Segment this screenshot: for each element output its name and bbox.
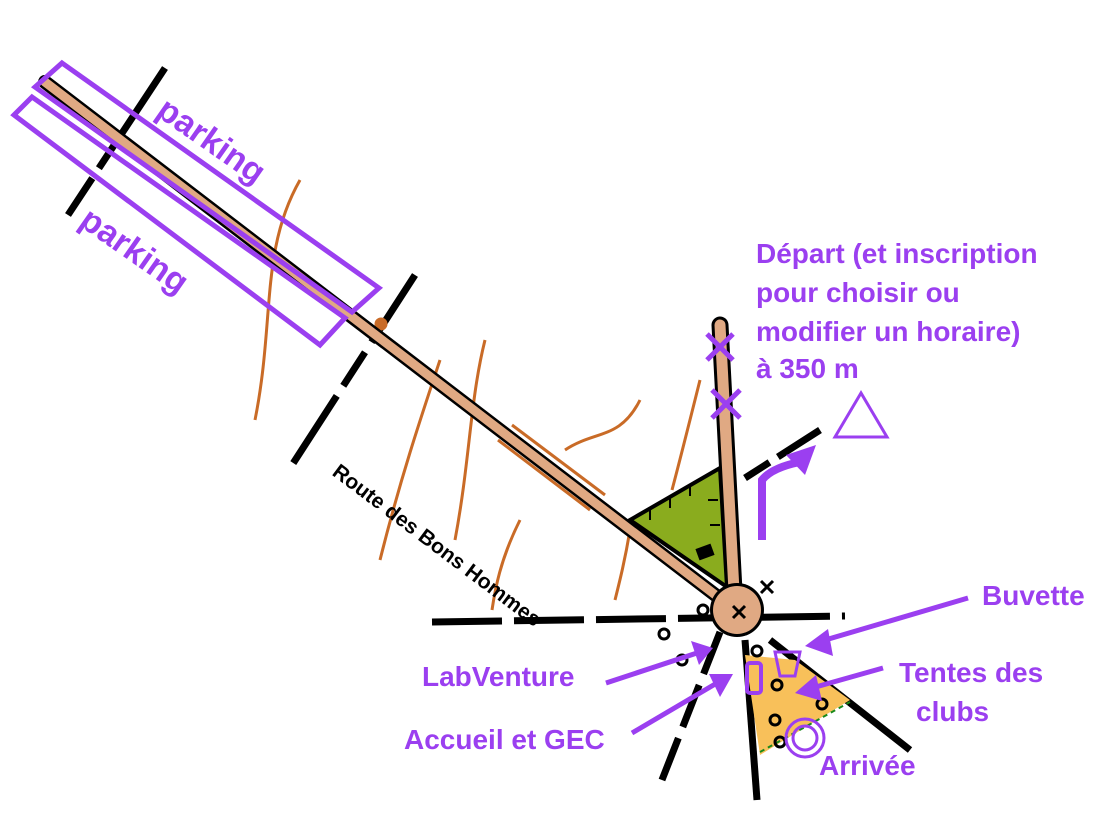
annotations: [10, 59, 969, 759]
boulder: [696, 603, 710, 617]
depart-label-line1: Départ (et inscription: [756, 238, 1038, 269]
pointer-arrowheads: [691, 629, 833, 701]
finish-circle-icon: [791, 724, 819, 752]
tentes-label-line1: Tentes des: [899, 657, 1044, 688]
depart-label-line4: à 350 m: [756, 353, 859, 384]
parking-area-lower: [10, 93, 349, 349]
boulders: [657, 603, 829, 749]
tentes-label-line2: clubs: [916, 696, 990, 727]
start-direction-arrow-head: [786, 445, 816, 475]
labventure-label: LabVenture: [422, 661, 575, 692]
roads: [38, 75, 764, 637]
boulder: [750, 644, 764, 658]
arrowhead: [709, 674, 733, 697]
start-direction-arrow-icon: [758, 458, 801, 540]
building: [695, 543, 715, 561]
buvette-pointer: [814, 595, 969, 646]
start-triangle-icon: [832, 390, 890, 439]
accueil-pointer: [630, 677, 724, 736]
contour: [490, 519, 522, 611]
contour: [453, 339, 487, 541]
junction-cross-icon: [731, 604, 747, 620]
arrivee-label: Arrivée: [819, 750, 916, 781]
boulder: [768, 713, 782, 727]
earth-bank: [497, 438, 591, 512]
main-road: [40, 77, 740, 615]
accueil-label: Accueil et GEC: [404, 724, 605, 755]
buvette-cup-icon: [773, 650, 802, 678]
labventure-tent-icon: [745, 661, 763, 695]
track-s: [656, 630, 724, 787]
arrowhead: [805, 629, 833, 656]
depart-label-line3: modifier un horaire): [756, 316, 1021, 347]
finish-boundary: [759, 701, 851, 753]
north-road: [714, 319, 741, 616]
boulder: [770, 678, 784, 692]
arrowhead: [795, 675, 822, 701]
knoll: [374, 317, 388, 331]
boulder: [815, 697, 829, 711]
labventure-pointer: [605, 649, 701, 686]
crossing-point-icon: [705, 332, 735, 362]
finish-area: [745, 655, 850, 755]
parking-area-upper: [30, 59, 384, 316]
earth-bank: [511, 423, 606, 497]
arrowhead: [691, 641, 713, 665]
buvette-label: Buvette: [982, 580, 1085, 611]
crossing-point-icon: [710, 388, 742, 420]
contour-lines: [253, 179, 702, 611]
finish-circle-icon: [784, 717, 826, 759]
contour: [613, 529, 632, 601]
small-cross-icon: [759, 579, 775, 595]
depart-label-line2: pour choisir ou: [756, 277, 960, 308]
contour: [670, 379, 702, 491]
track-nw-lower: [289, 273, 418, 467]
track-horizontal: [431, 612, 846, 626]
contour: [564, 399, 642, 452]
track-ne: [743, 427, 822, 481]
boulder: [657, 627, 671, 641]
contour: [253, 179, 302, 421]
